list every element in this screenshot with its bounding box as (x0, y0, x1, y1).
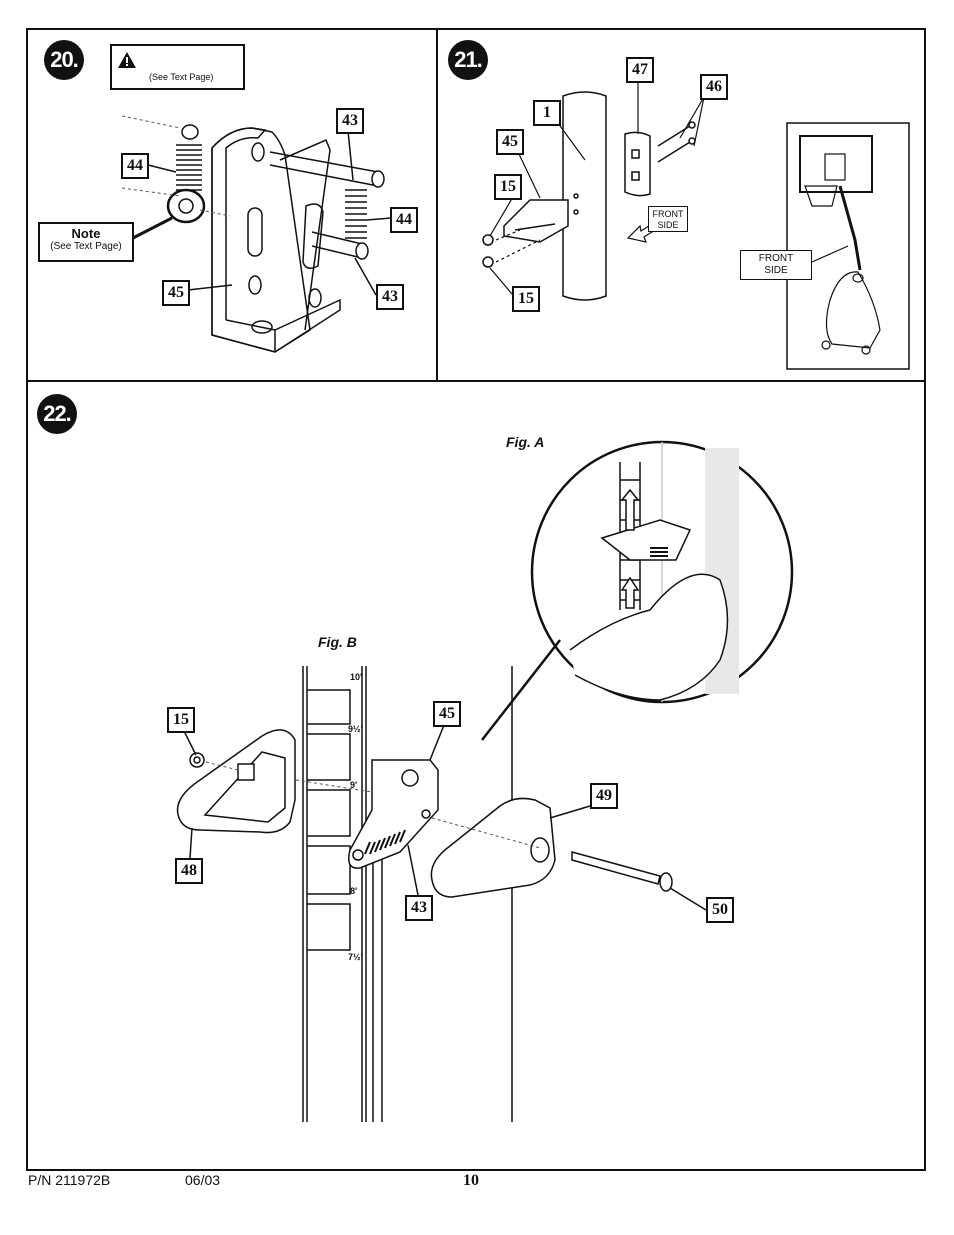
part-label-43: 43 (336, 108, 364, 134)
fig-a-label: Fig. A (506, 434, 545, 450)
step-22-marker: 22. (37, 394, 77, 434)
fig-b-label: Fig. B (318, 634, 357, 650)
part-label-45: 45 (162, 280, 190, 306)
bracket-45-small-drawing (503, 193, 579, 243)
part-number: P/N 211972B (28, 1172, 111, 1188)
leader-lines-22 (183, 724, 707, 911)
hoop-inset-drawing (786, 122, 910, 370)
part-label-43: 43 (376, 284, 404, 310)
spring-44-left-drawing (166, 124, 206, 224)
fig-a-callout-line (481, 639, 561, 741)
spring-44-right-drawing (345, 189, 367, 239)
part-label-46: 46 (700, 74, 728, 100)
warning-text: (See Text Page) (149, 72, 214, 82)
note-title: Note (71, 226, 101, 241)
front-side-label-a: FRONT SIDE (648, 206, 688, 232)
part-label-48: 48 (175, 858, 203, 884)
panel-divider-vertical (436, 28, 438, 382)
part-label-49: 49 (590, 783, 618, 809)
step-20-marker: 20. (44, 40, 84, 80)
fig-b-pole-drawing (302, 666, 513, 1122)
front-side-line2: SIDE (657, 220, 679, 230)
note-text: (See Text Page) (50, 241, 122, 252)
dashed-guides-22 (205, 761, 541, 849)
cap-49-drawing (430, 797, 556, 898)
part-label-15: 15 (494, 174, 522, 200)
pole-mark: 10' (350, 672, 363, 682)
page-number: 10 (463, 1172, 479, 1189)
pole-mark: 7½' (348, 952, 363, 962)
part-label-45: 45 (496, 129, 524, 155)
page-frame (26, 28, 926, 1171)
part-label-43: 43 (405, 895, 433, 921)
fig-a-detail-drawing (530, 440, 794, 704)
revision-date: 06/03 (185, 1172, 221, 1188)
bolts-46-drawing (657, 121, 696, 163)
bracket-45-figb-drawing (348, 759, 439, 869)
part-label-15: 15 (167, 707, 195, 733)
part-label-50: 50 (706, 897, 734, 923)
leader-lines-20 (132, 130, 392, 296)
warning-triangle-icon (118, 52, 136, 68)
pole-mark: 9½' (348, 724, 363, 734)
nuts-15-drawing (482, 234, 494, 268)
part-label-44: 44 (390, 207, 418, 233)
warning-box: (See Text Page) (110, 44, 245, 90)
part-label-45: 45 (433, 701, 461, 727)
step-21-marker: 21. (448, 40, 488, 80)
cap-48-drawing (176, 729, 296, 834)
note-box: Note (See Text Page) (38, 222, 134, 262)
pole-mark: 8' (350, 886, 358, 896)
part-label-47: 47 (626, 57, 654, 83)
front-side-line1: FRONT (652, 209, 684, 219)
part-label-44: 44 (121, 153, 149, 179)
spring-43-figb-drawing (364, 829, 406, 855)
front-side-label-b: FRONT SIDE (740, 250, 812, 280)
pole-drawing-21 (562, 91, 607, 301)
plate-47-drawing (624, 131, 651, 197)
dashed-guides-20 (121, 115, 231, 217)
pole-mark: 9' (350, 780, 358, 790)
part-label-1: 1 (533, 100, 561, 126)
bracket-45-drawing (211, 127, 385, 353)
panel-divider-horizontal (26, 380, 926, 382)
front-side-line1: FRONT (758, 253, 794, 264)
bolt-50-drawing (571, 851, 673, 892)
front-side-line2: SIDE (764, 265, 788, 276)
part-label-15: 15 (512, 286, 540, 312)
